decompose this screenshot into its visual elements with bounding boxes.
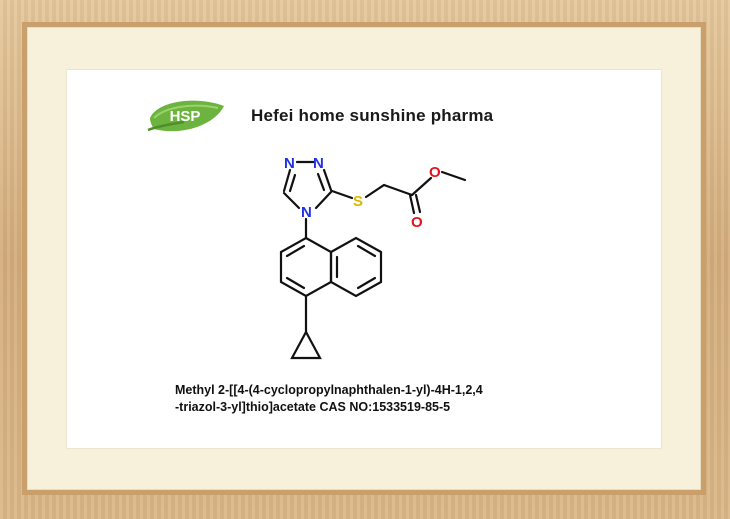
bond-ch2-c [382,183,414,197]
bond-c5-n1 [282,168,292,193]
aromatic-right-2 [356,276,377,290]
logo-text: HSP [170,108,201,125]
atom-n2: N [313,155,324,172]
bond-n2-c3-inner [316,172,326,192]
atom-n1: N [284,155,295,172]
atom-n4: N [301,204,312,221]
company-name: Hefei home sunshine pharma [251,106,494,125]
bond-c-o-carbonyl [408,193,416,215]
bond-c3-s [330,189,354,200]
aromatic-left-1 [285,244,306,258]
hsp-leaf-logo-icon: HSP [147,100,224,132]
bond-c3-n4 [314,190,333,210]
cyclopropyl-ring [290,329,322,360]
caption-line-2: -triazol-3-yl]thio]acetate CAS NO:153351… [175,400,451,414]
bond-n4-c5 [282,191,301,210]
bond-c-o-carbonyl-2 [414,193,422,214]
naphthalene-ring-left [279,236,333,298]
leaf-highlight [153,104,219,119]
compound-caption: Methyl 2-[[4-(4-cyclopropylnaphthalen-1-… [175,382,483,416]
aromatic-right-1 [356,244,377,258]
bond-o-ch3 [440,170,467,182]
caption-line-1: Methyl 2-[[4-(4-cyclopropylnaphthalen-1-… [175,383,483,397]
bonds [279,160,467,360]
leaf-stem [147,120,185,132]
atom-labels: N N N S O O [284,155,441,231]
atom-o-carbonyl: O [411,214,423,231]
bond-c5-n1-inner [288,173,297,193]
bond-s-ch2 [364,183,386,199]
naphthalene-ring-right [329,236,383,298]
atom-o-ester: O [429,164,441,181]
aromatic-left-2 [285,276,306,290]
bond-n2-c3 [322,168,333,192]
atom-s: S [353,193,363,210]
paper-sheet [67,70,661,448]
bond-c-o-ester [410,176,433,197]
